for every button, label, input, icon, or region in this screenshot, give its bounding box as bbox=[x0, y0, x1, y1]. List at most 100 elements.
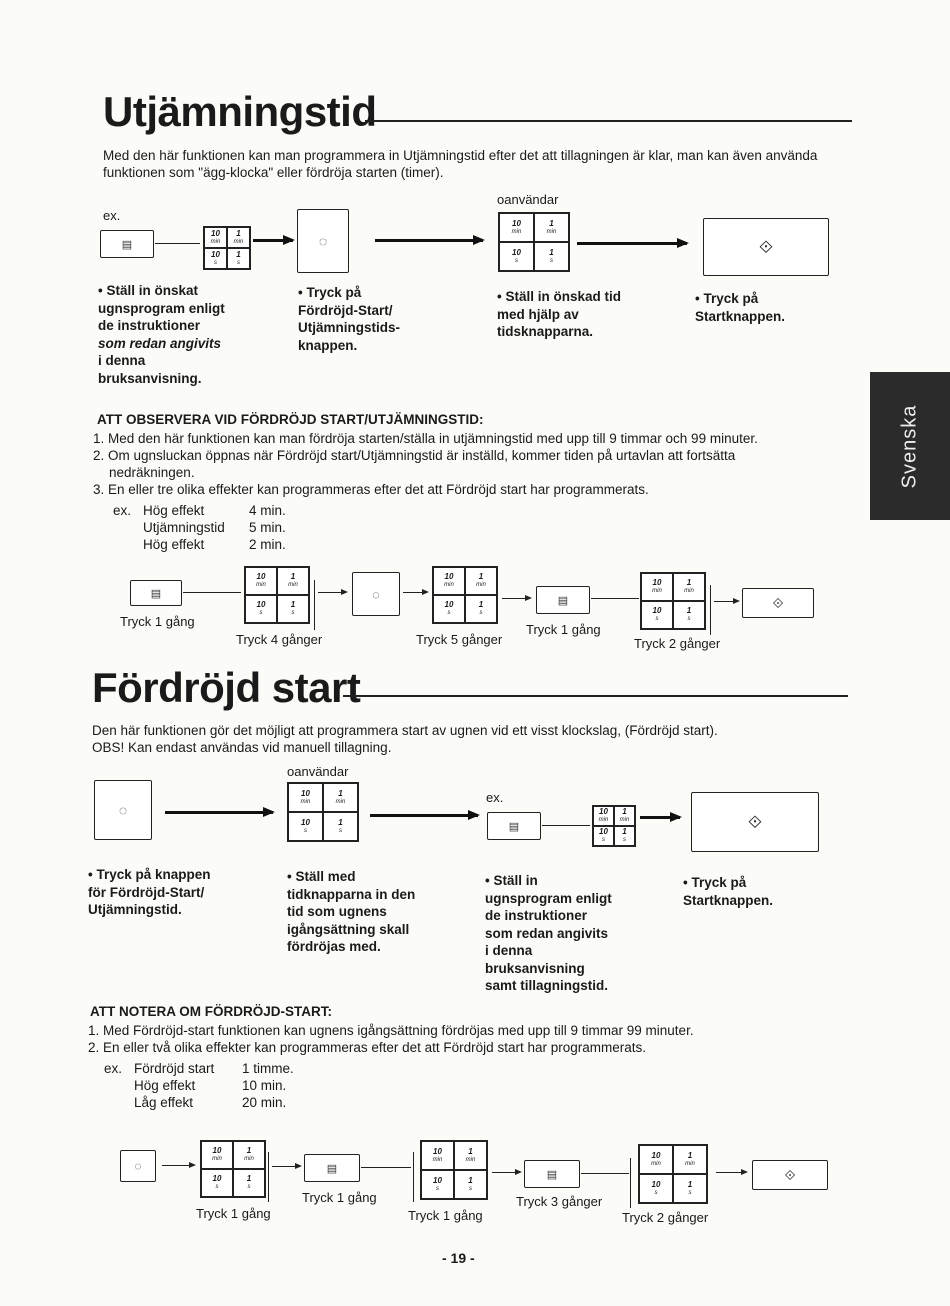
flow-arrow bbox=[640, 812, 682, 822]
start-button[interactable]: ⟐ bbox=[742, 588, 814, 618]
power-level-icon: ▤ bbox=[508, 820, 520, 833]
bracket bbox=[268, 1152, 269, 1202]
power-level-button[interactable]: ▤ bbox=[536, 586, 590, 614]
notes-list: 1. Med den här funktionen kan man fördrö… bbox=[93, 431, 758, 497]
timer-icon: ◌ bbox=[318, 233, 328, 249]
delay-start-button[interactable]: ◌ bbox=[120, 1150, 156, 1182]
caption: Tryck 1 gång bbox=[526, 622, 601, 637]
notes-list: 1. Med Fördröjd-start funktionen kan ugn… bbox=[88, 1023, 694, 1055]
power-level-icon: ▤ bbox=[557, 594, 569, 607]
oanvandar-label: oanvändar bbox=[497, 192, 559, 207]
connector bbox=[155, 243, 200, 244]
bracket bbox=[710, 585, 711, 635]
start-button[interactable]: ⟐ bbox=[703, 218, 829, 276]
delay-start-button[interactable]: ◌ bbox=[94, 780, 152, 840]
caption: Tryck 2 gånger bbox=[634, 636, 721, 651]
flow-arrow bbox=[716, 1168, 748, 1175]
power-level-button[interactable]: ▤ bbox=[100, 230, 154, 258]
power-level-button[interactable]: ▤ bbox=[304, 1154, 360, 1182]
power-level-button[interactable]: ▤ bbox=[487, 812, 541, 840]
start-icon: ⟐ bbox=[758, 236, 774, 257]
delay-start-button[interactable]: ◌ bbox=[352, 572, 400, 616]
start-button[interactable]: ⟐ bbox=[691, 792, 819, 852]
caption: Tryck 1 gång bbox=[120, 614, 195, 629]
power-level-icon: ▤ bbox=[150, 587, 162, 600]
connector bbox=[542, 825, 590, 826]
delay-start-button[interactable]: ◌ bbox=[297, 209, 349, 273]
flow-arrow bbox=[370, 810, 480, 820]
flow-arrow bbox=[318, 588, 348, 595]
oanvandar-label: oanvändar bbox=[287, 764, 349, 779]
timer-icon: ◌ bbox=[372, 586, 380, 602]
caption: Tryck 1 gång bbox=[408, 1208, 483, 1223]
language-tab: Svenska bbox=[870, 372, 950, 520]
flow-arrow bbox=[577, 238, 689, 248]
section-title-utjamningstid: Utjämningstid bbox=[103, 88, 377, 135]
flow-arrow bbox=[714, 597, 740, 604]
example-lead: ex. bbox=[113, 503, 132, 518]
power-level-button[interactable]: ▤ bbox=[130, 580, 182, 606]
power-level-button[interactable]: ▤ bbox=[524, 1160, 580, 1188]
start-button[interactable]: ⟐ bbox=[752, 1160, 828, 1190]
note-title: ATT NOTERA OM FÖRDRÖJD-START: bbox=[90, 1004, 332, 1019]
intro-text: Den här funktionen gör det möjligt att p… bbox=[92, 723, 718, 755]
